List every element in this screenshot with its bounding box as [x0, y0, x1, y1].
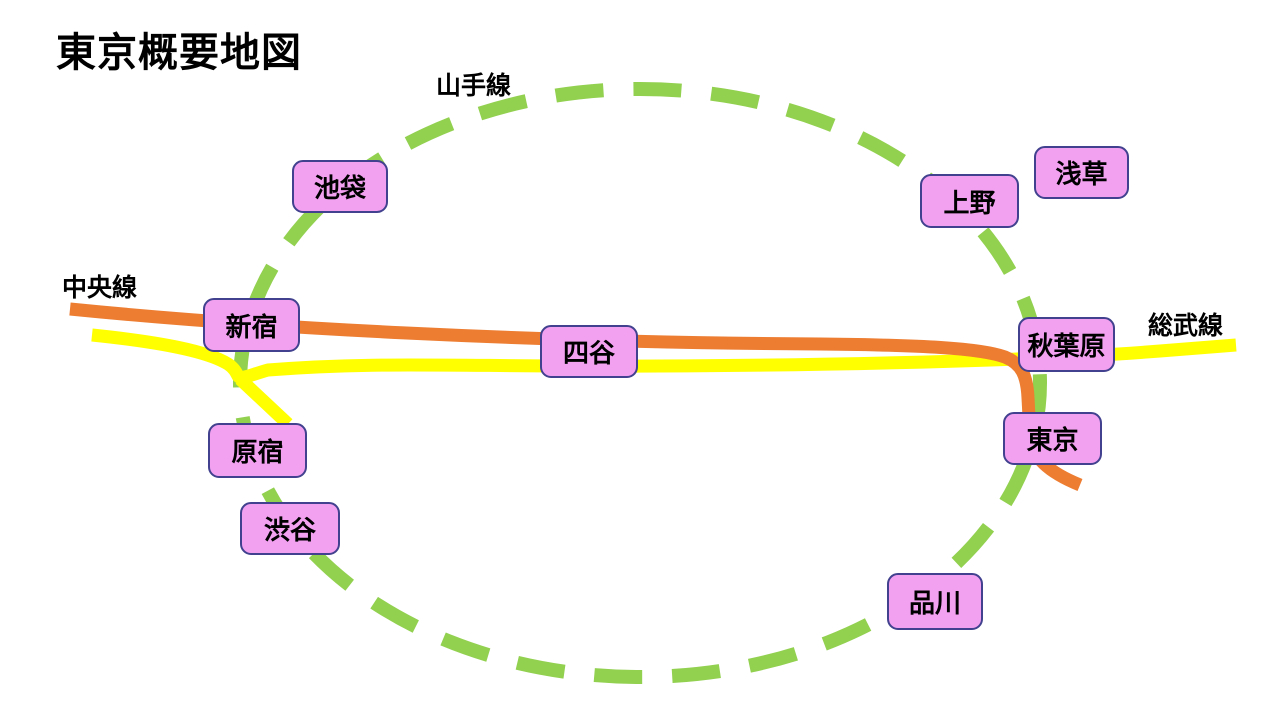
- station-ueno-label: 上野: [943, 188, 996, 219]
- station-ueno: 上野: [920, 174, 1019, 228]
- station-akihabara-label: 秋葉原: [1027, 332, 1106, 362]
- page-title: 東京概要地図: [56, 30, 302, 76]
- sobu-line-path: [91, 328, 1237, 384]
- station-shinagawa: 品川: [887, 573, 983, 630]
- sobu-line-label: 総武線: [1148, 311, 1224, 340]
- station-yotsuya: 四谷: [540, 325, 638, 378]
- station-ikebukuro-label: 池袋: [313, 174, 366, 204]
- sobu-line-branch: [235, 374, 293, 429]
- station-akihabara: 秋葉原: [1018, 317, 1115, 372]
- station-shinagawa-label: 品川: [908, 589, 961, 619]
- station-yotsuya-label: 四谷: [562, 339, 615, 369]
- station-tokyo: 東京: [1003, 412, 1102, 465]
- chuo-line-label: 中央線: [62, 273, 138, 302]
- station-shibuya-label: 渋谷: [263, 516, 316, 546]
- station-asakusa-label: 浅草: [1055, 160, 1108, 190]
- station-harajuku: 原宿: [208, 423, 307, 478]
- station-shinjuku-label: 新宿: [225, 312, 278, 343]
- station-tokyo-label: 東京: [1026, 426, 1079, 456]
- station-shinjuku: 新宿: [203, 298, 300, 352]
- station-asakusa: 浅草: [1034, 146, 1129, 199]
- yamanote-line-label: 山手線: [436, 71, 512, 100]
- station-ikebukuro: 池袋: [292, 160, 388, 213]
- station-harajuku-label: 原宿: [231, 438, 284, 468]
- station-shibuya: 渋谷: [240, 502, 340, 555]
